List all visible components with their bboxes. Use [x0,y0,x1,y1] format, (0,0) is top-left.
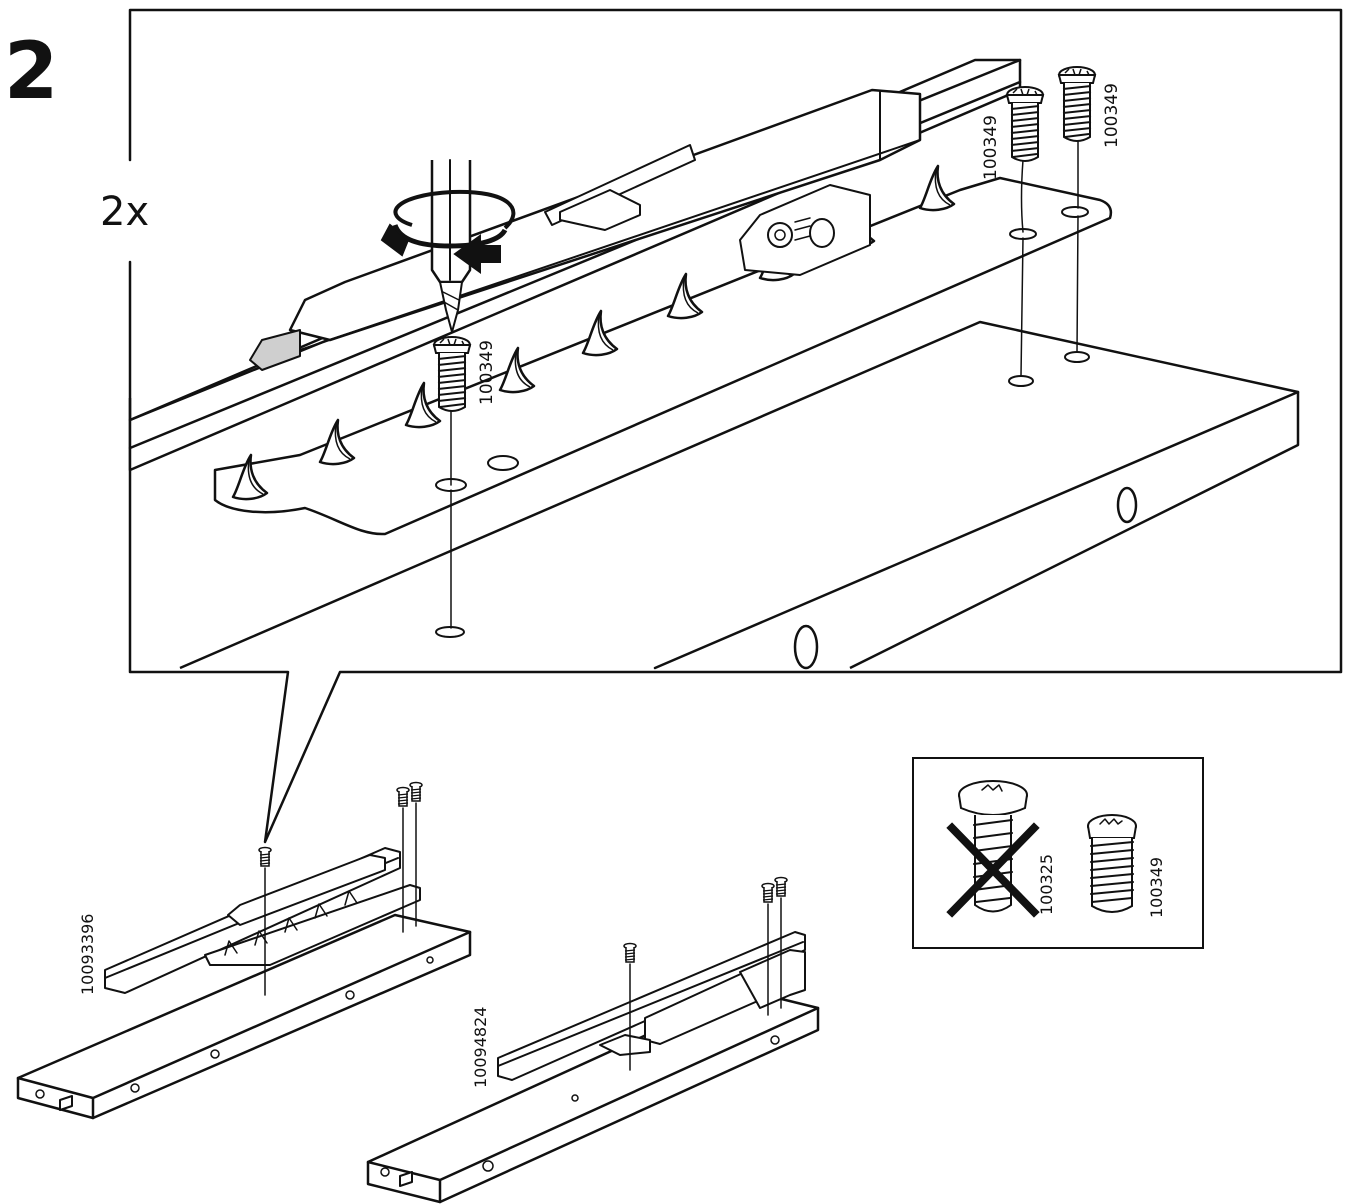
screw-100349-rear-a [1006,86,1044,162]
correct-screw [1087,814,1137,913]
rail-part-number-right: 10094824 [471,1007,490,1088]
screw-comparison-box: 100325 100349 [912,757,1204,949]
callout-frame [128,8,1343,844]
rotation-arrow-icon [380,189,516,274]
wrong-screw-part-number: 100325 [1037,854,1056,915]
detail-callout: 2x [100,8,1343,844]
quantity-label: 2x [100,189,149,235]
overview-right-assembly [366,876,820,1204]
step-number: 2 [4,27,58,117]
wrong-screw [958,780,1028,913]
screw-part-number: 100349 [477,340,497,405]
screw-100349-main [433,336,471,412]
beam-detail [179,320,1300,670]
x-mark-icon [946,822,1040,918]
locking-mechanism [739,184,871,276]
screw-part-number: 100349 [1102,83,1122,148]
pilot-hole [435,626,465,638]
plate-hole [1061,206,1089,218]
correct-screw-part-number: 100349 [1147,857,1166,918]
plate-hole [487,455,519,471]
screw-part-number: 100349 [981,115,1001,180]
beam-hole [1116,486,1138,524]
overview-left-assembly [16,781,472,1120]
screw-100349-rear-b [1058,66,1096,142]
pilot-hole [1008,375,1034,387]
pilot-hole [1064,351,1090,363]
rail-part-number-left: 10093396 [78,914,97,995]
beam-hole [793,624,819,670]
